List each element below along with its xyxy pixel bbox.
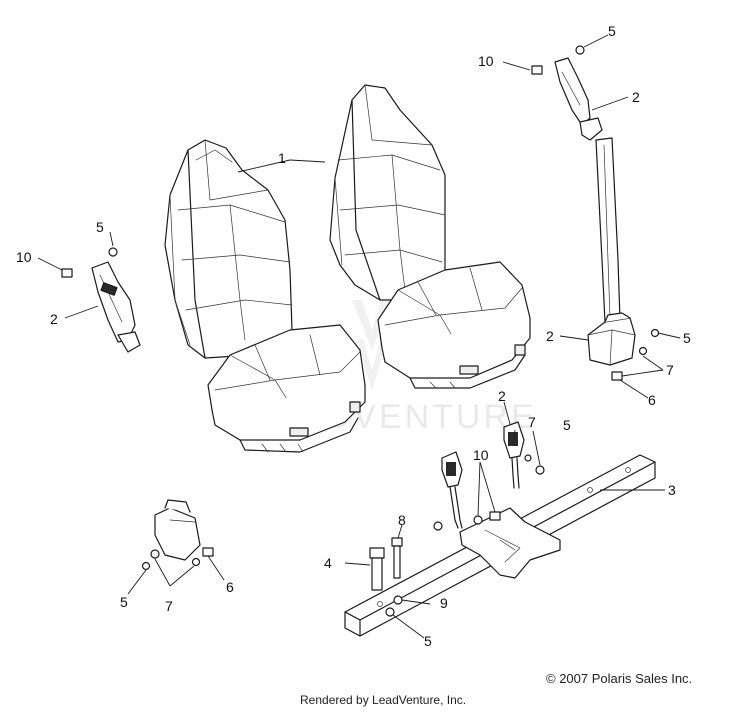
seat-right: [329, 84, 531, 389]
callout-2: 2: [632, 89, 640, 105]
callout-1: 1: [278, 150, 286, 166]
callout-7: 7: [528, 414, 536, 430]
leader-lines: [37, 34, 681, 639]
callout-4: 4: [324, 555, 332, 571]
seat-belt-left-anchor: [91, 261, 141, 353]
callout-3: 3: [668, 482, 676, 498]
callout-5: 5: [424, 633, 432, 649]
retractor-cover: [154, 499, 201, 561]
bolt-8: [391, 537, 403, 579]
callout-5: 5: [120, 594, 128, 610]
buckle-bracket: [459, 507, 561, 579]
callout-6: 6: [226, 579, 234, 595]
callout-6: 6: [648, 392, 656, 408]
callout-5: 5: [96, 219, 104, 235]
bolt-4: [369, 547, 385, 591]
callout-7: 7: [165, 598, 173, 614]
callout-7: 7: [666, 362, 674, 378]
fasteners-small: [61, 45, 660, 617]
callout-8: 8: [398, 512, 406, 528]
callout-10: 10: [473, 447, 489, 463]
callout-labels: 5 10 2 1 5 10 2 2 5 7 6 2 5 7 10 3 8 4 6…: [16, 23, 691, 649]
buckle-center-left: [441, 451, 463, 529]
callout-5: 5: [683, 330, 691, 346]
callout-2: 2: [498, 388, 506, 404]
callout-2: 2: [546, 328, 554, 344]
callout-2: 2: [50, 311, 58, 327]
rendered-by-text: Rendered by LeadVenture, Inc.: [300, 693, 467, 707]
callout-5: 5: [608, 23, 616, 39]
callout-9: 9: [440, 595, 448, 611]
copyright-text: © 2007 Polaris Sales Inc.: [546, 671, 693, 686]
callout-5: 5: [563, 417, 571, 433]
callout-10: 10: [478, 53, 494, 69]
callout-10: 10: [16, 249, 32, 265]
buckle-center-right: [503, 421, 525, 489]
seat-left: [164, 139, 366, 453]
watermark-logo: [352, 300, 392, 391]
seat-belt-upper-right: [554, 57, 636, 366]
